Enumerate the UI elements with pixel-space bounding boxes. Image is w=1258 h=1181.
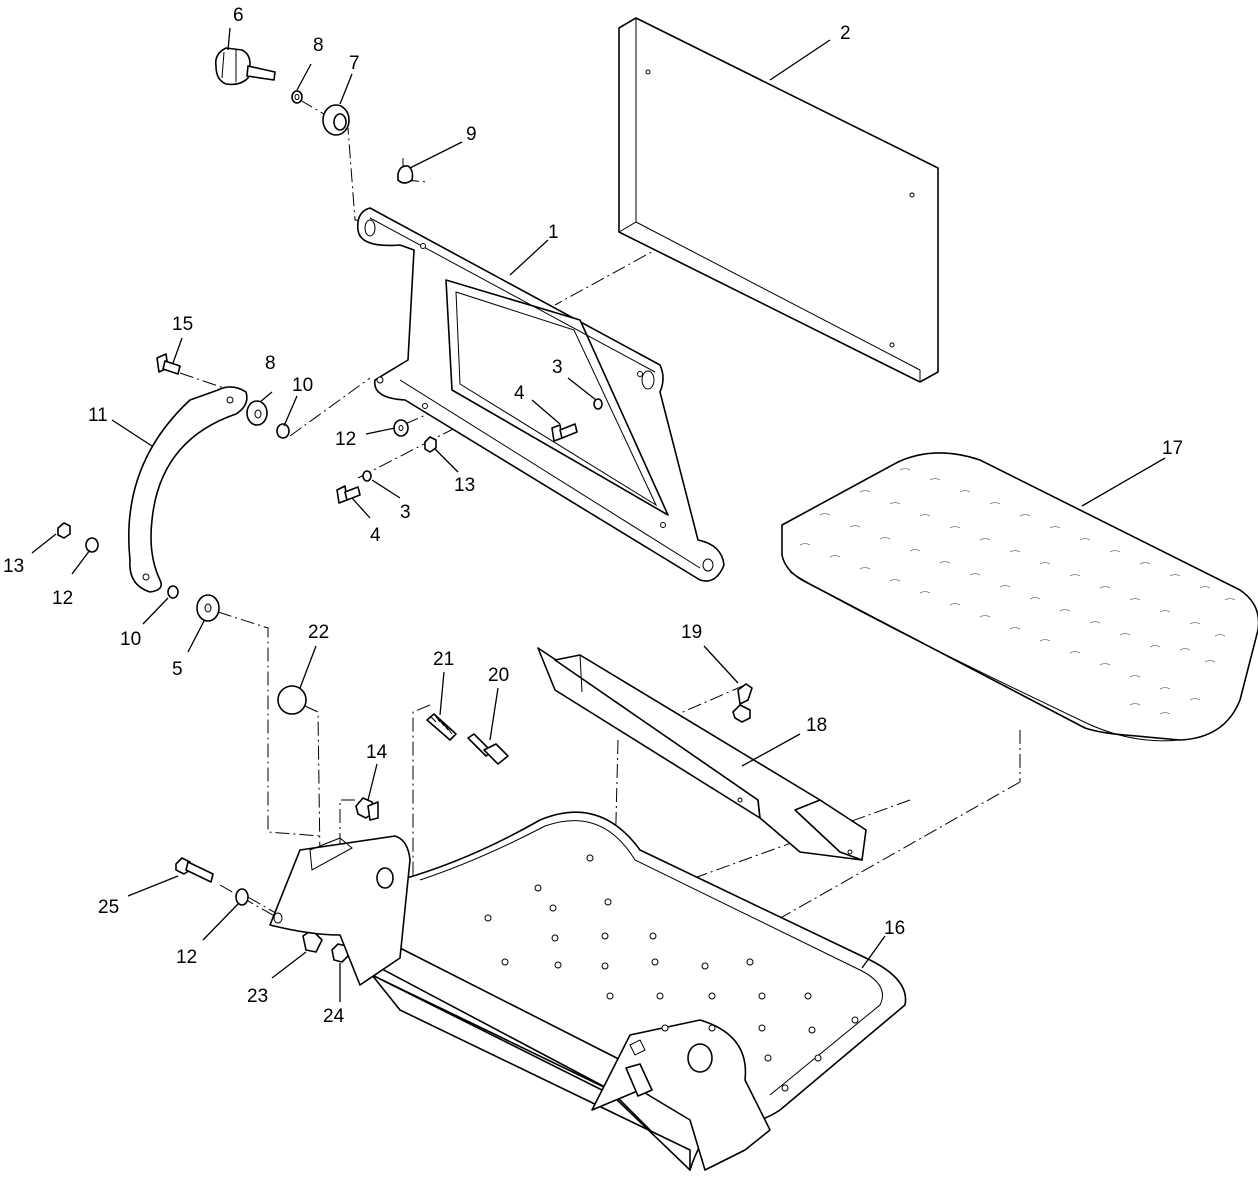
callout-12b: 12 [52,588,73,609]
callout-11: 11 [88,405,108,426]
washer-3-right [593,398,603,410]
callout-18: 18 [806,715,827,736]
callout-1: 1 [548,222,559,243]
arc-support-strap [127,386,248,593]
callout-12a: 12 [335,429,356,450]
bolt-19 [732,683,753,723]
bolt-15 [156,353,181,375]
bolt-4-left [336,485,361,504]
bolt-14 [355,797,379,821]
nut-13-left [57,522,71,539]
cap-9 [397,165,414,184]
spring-21 [426,713,457,741]
washer-5 [196,594,220,622]
callout-16: 16 [884,918,905,939]
callout-12c: 12 [176,947,197,968]
seat-cushion [781,452,1258,742]
callout-10b: 10 [120,629,141,650]
seat-back-frame [356,207,725,582]
callout-20: 20 [488,665,509,686]
callout-6: 6 [233,5,244,26]
callout-21: 21 [433,649,454,670]
callout-9: 9 [466,124,477,145]
nut-13-mid [424,436,437,453]
spacer-10-mid [276,423,290,439]
callout-8a: 8 [313,35,324,56]
knob-6 [214,47,276,86]
callout-4a: 4 [514,383,525,404]
ball-knob-22 [277,685,307,715]
callout-22: 22 [308,622,329,643]
callout-25: 25 [98,897,119,918]
bolt-25 [175,857,214,883]
callout-17: 17 [1162,438,1183,459]
washer-12-left [85,537,99,553]
callout-8b: 8 [265,353,276,374]
pin-20 [467,733,509,765]
callout-7: 7 [349,53,360,74]
callout-23: 23 [247,986,268,1007]
leader-lines [31,27,1166,1002]
callout-19: 19 [681,622,702,643]
perforation-holes [484,854,859,1092]
seat-back-pad [618,17,939,383]
callout-4b: 4 [370,525,381,546]
callout-3a: 3 [552,357,563,378]
washer-12-mid [393,419,409,437]
callout-3b: 3 [400,502,411,523]
spacer-10-left [167,585,179,599]
callout-2: 2 [840,23,851,44]
washer-12-bottom [235,888,249,906]
washer-8-top [291,90,303,104]
callout-10a: 10 [292,375,313,396]
callout-13a: 13 [454,475,475,496]
callout-14: 14 [366,742,388,763]
callout-15: 15 [172,314,193,335]
callouts: 1 2 3 3 4 4 5 6 7 8 8 9 10 10 11 12 12 1… [3,5,1183,1027]
angle-bracket [537,647,867,861]
callout-13b: 13 [3,556,24,577]
bolt-4-right [551,423,578,442]
washer-8-mid [246,400,268,426]
cushion-texture [799,468,1236,715]
callout-5: 5 [172,659,183,680]
washer-3-left [362,470,372,482]
seat-base-frame [269,811,907,1171]
spacer-7 [322,104,350,136]
callout-24: 24 [323,1006,345,1027]
